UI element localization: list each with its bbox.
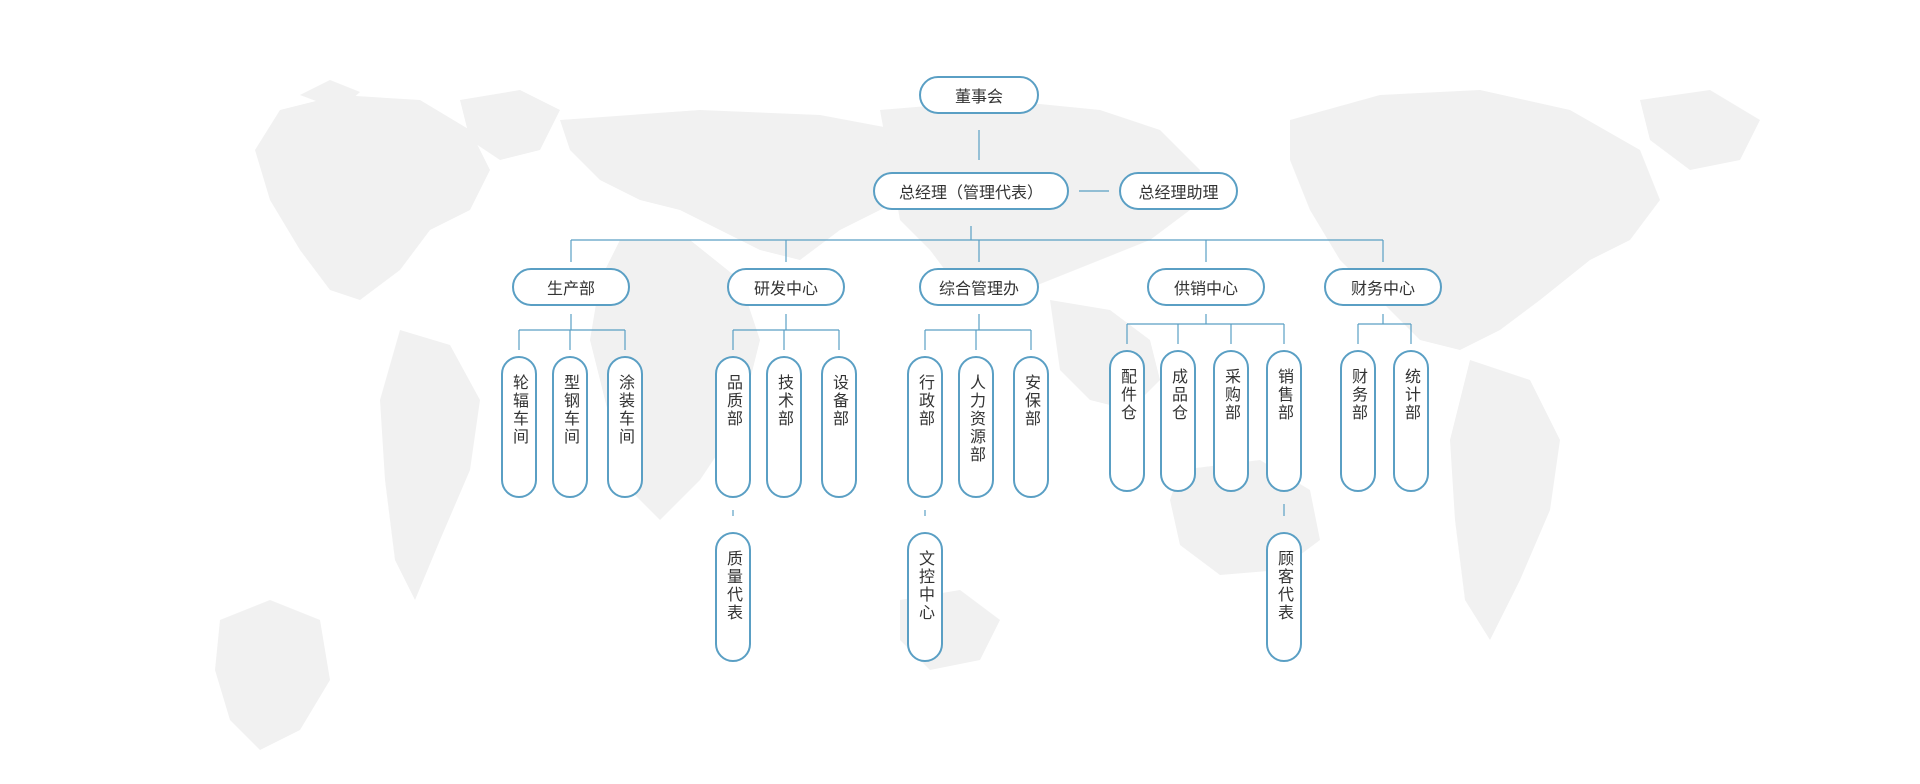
unit-label: 成品仓 (1169, 368, 1188, 422)
department-label: 财务中心 (1350, 279, 1415, 298)
unit-node: 采购部 (1213, 350, 1249, 492)
department-label: 综合管理办 (938, 279, 1019, 298)
department-node: 研发中心 (727, 268, 845, 306)
general-manager-label: 总经理（管理代表） (898, 183, 1043, 202)
department-node: 财务中心 (1324, 268, 1442, 306)
unit-node: 安保部 (1013, 356, 1049, 498)
department-node: 生产部 (512, 268, 630, 306)
unit-label: 技术部 (775, 374, 794, 428)
unit-node: 行政部 (907, 356, 943, 498)
department-label: 研发中心 (753, 279, 818, 298)
unit-node: 型钢车间 (552, 356, 588, 498)
unit-node: 成品仓 (1160, 350, 1196, 492)
sub-unit-label: 质量代表 (724, 550, 743, 622)
sub-unit-node: 质量代表 (715, 532, 751, 662)
unit-label: 财务部 (1349, 368, 1368, 422)
unit-node: 销售部 (1266, 350, 1302, 492)
unit-node: 设备部 (821, 356, 857, 498)
unit-label: 涂装车间 (616, 374, 635, 446)
sub-unit-label: 顾客代表 (1275, 550, 1294, 622)
sub-unit-label: 文控中心 (916, 550, 935, 622)
unit-label: 行政部 (916, 374, 935, 428)
unit-label: 统计部 (1402, 368, 1421, 422)
unit-node: 统计部 (1393, 350, 1429, 492)
unit-label: 配件仓 (1118, 368, 1137, 422)
department-node: 综合管理办 (919, 268, 1039, 306)
board-node: 董事会 (919, 76, 1039, 114)
unit-node: 轮辐车间 (501, 356, 537, 498)
unit-label: 设备部 (830, 374, 849, 428)
unit-label: 品质部 (724, 374, 743, 428)
unit-node: 配件仓 (1109, 350, 1145, 492)
unit-node: 技术部 (766, 356, 802, 498)
unit-label: 安保部 (1022, 374, 1041, 428)
sub-unit-node: 顾客代表 (1266, 532, 1302, 662)
unit-node: 品质部 (715, 356, 751, 498)
unit-node: 财务部 (1340, 350, 1376, 492)
department-label: 生产部 (546, 279, 595, 298)
general-manager-node: 总经理（管理代表） (873, 172, 1069, 210)
unit-node: 涂装车间 (607, 356, 643, 498)
unit-node: 人力资源部 (958, 356, 994, 498)
sub-unit-node: 文控中心 (907, 532, 943, 662)
unit-label: 型钢车间 (561, 374, 580, 446)
department-label: 供销中心 (1173, 279, 1238, 298)
board-label: 董事会 (954, 87, 1003, 106)
unit-label: 轮辐车间 (510, 374, 529, 446)
unit-label: 采购部 (1222, 368, 1241, 422)
assistant-label: 总经理助理 (1138, 183, 1219, 202)
assistant-node: 总经理助理 (1119, 172, 1238, 210)
unit-label: 人力资源部 (967, 374, 986, 464)
department-node: 供销中心 (1147, 268, 1265, 306)
unit-label: 销售部 (1275, 368, 1294, 422)
